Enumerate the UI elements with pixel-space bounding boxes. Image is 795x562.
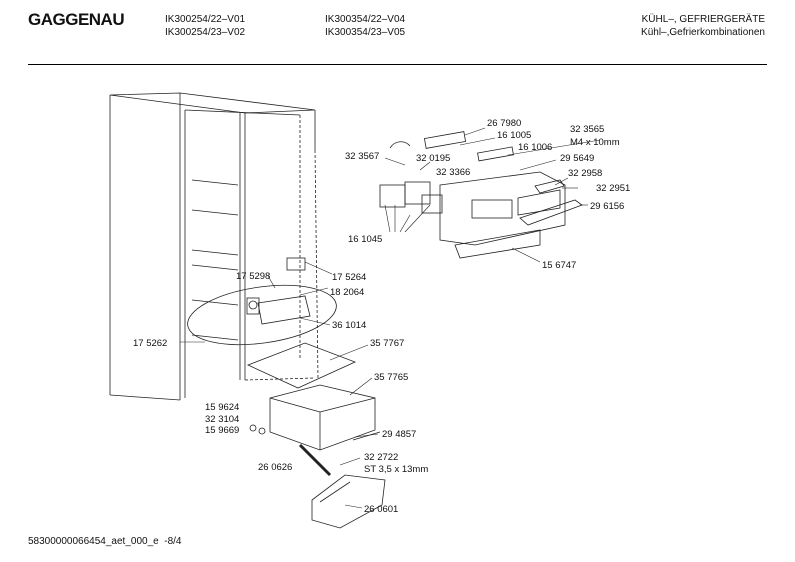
category-subtitle: Kühl–,Gefrierkombinationen xyxy=(641,27,765,38)
label-159669: 15 9669 xyxy=(205,425,239,436)
label-294857: 29 4857 xyxy=(382,429,416,440)
label-175264: 17 5264 xyxy=(332,272,366,283)
electronics-module xyxy=(246,295,311,325)
label-260626: 26 0626 xyxy=(258,462,292,473)
label-296156: 29 6156 xyxy=(590,201,624,212)
label-267980: 26 7980 xyxy=(487,118,521,129)
model-2b: IK300354/23–V05 xyxy=(325,27,406,38)
category-title: KÜHL–, GEFRIERGERÄTE xyxy=(641,14,765,25)
page-number: -8/4 xyxy=(164,536,182,547)
footer-docid: 58300000066454_aet_000_e -8/4 xyxy=(28,536,182,547)
label-m4x10: M4 x 10mm xyxy=(570,137,620,148)
doc-id: 58300000066454_aet_000_e xyxy=(28,536,159,547)
label-st35: ST 3,5 x 13mm xyxy=(364,464,428,475)
model-1b: IK300254/23–V02 xyxy=(165,27,246,38)
label-182064: 18 2064 xyxy=(330,287,364,298)
model-1a: IK300254/22–V01 xyxy=(165,14,246,25)
label-361014: 36 1014 xyxy=(332,320,366,331)
label-156747: 15 6747 xyxy=(542,260,576,271)
label-357765: 35 7765 xyxy=(374,372,408,383)
control-panel xyxy=(439,171,566,259)
knob-box-1 xyxy=(379,184,406,208)
pcb-161006 xyxy=(477,146,514,162)
model-2a: IK300354/22–V04 xyxy=(325,14,406,25)
label-323366: 32 3366 xyxy=(436,167,470,178)
label-322722: 32 2722 xyxy=(364,452,398,463)
header-rule xyxy=(28,64,767,65)
fridge-cabinet xyxy=(109,92,319,401)
label-295649: 29 5649 xyxy=(560,153,594,164)
label-161005: 16 1005 xyxy=(497,130,531,141)
label-322958: 32 2958 xyxy=(568,168,602,179)
drawer xyxy=(269,384,376,451)
label-161006: 16 1006 xyxy=(518,142,552,153)
label-323104: 32 3104 xyxy=(205,414,239,425)
label-323565: 32 3565 xyxy=(570,124,604,135)
drawer-lid xyxy=(246,342,357,389)
label-323567: 32 3567 xyxy=(345,151,379,162)
pcb-267980 xyxy=(423,131,467,149)
knob-box-2 xyxy=(404,181,431,205)
label-175262: 17 5262 xyxy=(133,338,167,349)
display-cover xyxy=(519,199,583,226)
label-159624: 15 9624 xyxy=(205,402,239,413)
label-260601: 26 0601 xyxy=(364,504,398,515)
label-322951: 32 2951 xyxy=(596,183,630,194)
small-plate xyxy=(534,179,565,194)
rail-294857 xyxy=(352,431,381,441)
bin xyxy=(311,474,386,529)
screw-2 xyxy=(258,427,266,435)
knob-box-3 xyxy=(421,194,443,214)
cable-323567 xyxy=(389,141,411,149)
label-357767: 35 7767 xyxy=(370,338,404,349)
hinge-part xyxy=(286,257,306,271)
detail-ellipse xyxy=(187,284,337,346)
screw-1 xyxy=(249,424,257,432)
label-161045: 16 1045 xyxy=(348,234,382,245)
brand-logo: GAGGENAU xyxy=(28,10,125,29)
label-320195: 32 0195 xyxy=(416,153,450,164)
rail-260626 xyxy=(298,443,332,477)
label-175298: 17 5298 xyxy=(236,271,270,282)
